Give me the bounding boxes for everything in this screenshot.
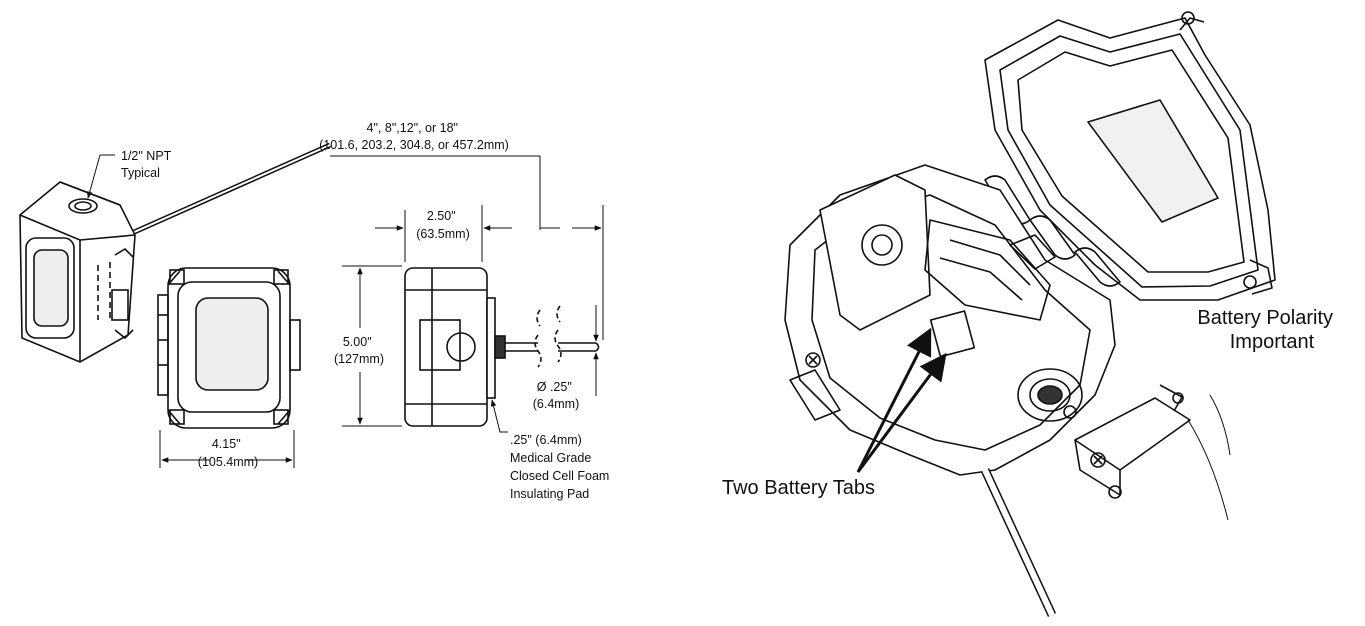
battery-tabs-label: Two Battery Tabs xyxy=(722,477,875,499)
tab-arrow-2 xyxy=(856,352,947,473)
probe-length-label: 4", 8",12", or 18" (101.6, 203.2, 304.8,… xyxy=(319,121,509,152)
depth-label: 2.50" (63.5mm) xyxy=(416,209,469,241)
pad-leader xyxy=(490,399,508,433)
npt-label-line1: 1/2" NPT xyxy=(121,149,172,163)
pad-line3: Closed Cell Foam xyxy=(510,469,609,483)
width-line2: (105.4mm) xyxy=(198,455,258,469)
pad-line4: Insulating Pad xyxy=(510,487,589,501)
pad-line2: Medical Grade xyxy=(510,451,591,465)
open-enclosure-view xyxy=(784,11,1276,617)
height-label: 5.00" (127mm) xyxy=(334,335,384,366)
side-view xyxy=(404,267,600,427)
depth-line2: (63.5mm) xyxy=(416,227,469,241)
npt-leader xyxy=(86,154,101,199)
tab-arrow-1 xyxy=(856,327,932,473)
height-line1: 5.00" xyxy=(343,335,372,349)
polarity-line1: Battery Polarity xyxy=(1197,307,1333,329)
battery-tab-arrows xyxy=(856,327,947,473)
battery-polarity-label: Battery Polarity Important xyxy=(1197,307,1338,353)
height-dimension xyxy=(342,265,402,427)
diameter-line2: (6.4mm) xyxy=(533,397,580,411)
width-label: 4.15" (105.4mm) xyxy=(198,437,258,469)
width-line1: 4.15" xyxy=(212,437,241,451)
front-view xyxy=(157,267,301,429)
diameter-label: Ø .25" (6.4mm) xyxy=(533,380,580,411)
depth-line1: 2.50" xyxy=(427,209,456,223)
isometric-housing-view xyxy=(19,142,332,363)
npt-label: 1/2" NPT Typical xyxy=(121,149,175,180)
npt-label-line2: Typical xyxy=(121,166,160,180)
height-line2: (127mm) xyxy=(334,352,384,366)
probe-length-dimension xyxy=(330,155,604,340)
probe-length-line2: (101.6, 203.2, 304.8, or 457.2mm) xyxy=(319,138,509,152)
diameter-line1: Ø .25" xyxy=(537,380,572,394)
polarity-line2: Important xyxy=(1230,331,1315,353)
probe-length-line1: 4", 8",12", or 18" xyxy=(367,121,458,135)
width-dimension xyxy=(159,430,295,468)
pad-label: .25" (6.4mm) Medical Grade Closed Cell F… xyxy=(510,433,613,501)
pad-line1: .25" (6.4mm) xyxy=(510,433,582,447)
depth-dimension xyxy=(375,205,512,262)
